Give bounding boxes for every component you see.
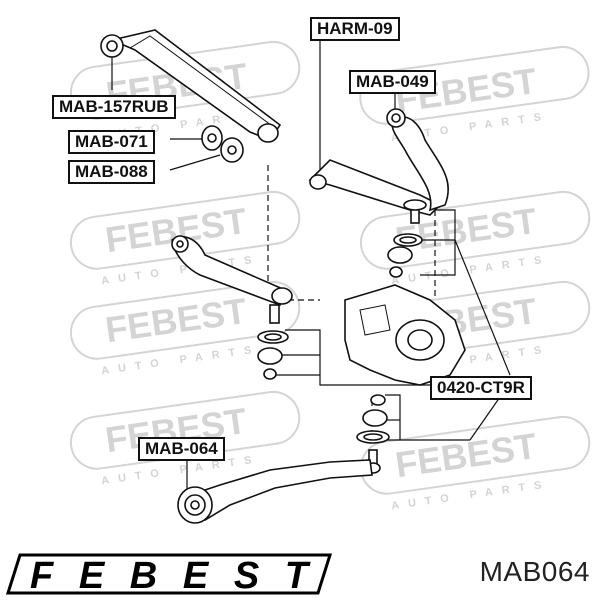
leader-lines	[111, 40, 511, 490]
callout-mab-157rub[interactable]: MAB-157RUB	[52, 95, 176, 119]
bushing-mab-071	[201, 125, 223, 151]
logo-frame	[5, 553, 333, 595]
leader-ct9r-left-a	[285, 329, 430, 386]
watermark-badge	[69, 280, 301, 360]
watermark-subtitle: AUTO PARTS	[391, 253, 552, 287]
upper-control-arm	[308, 108, 450, 224]
logo-text: FEBEST	[30, 555, 311, 597]
part-drawings	[100, 29, 466, 524]
watermark-subtitle: AUTO PARTS	[101, 343, 262, 377]
febest-logo: FEBEST	[5, 553, 333, 597]
callout-mab-064[interactable]: MAB-064	[138, 437, 225, 461]
watermark-subtitle: AUTO PARTS	[391, 478, 552, 512]
callout-mab-071[interactable]: MAB-071	[68, 130, 155, 154]
knuckle	[344, 284, 466, 386]
leader-ct9r-lower-d	[469, 396, 501, 441]
leader-ct9r-upper-c	[454, 239, 511, 376]
lower-control-arm	[177, 459, 373, 524]
callout-0420-ct9r[interactable]: 0420-CT9R	[430, 376, 532, 400]
watermark-badge	[359, 190, 591, 270]
watermark-badge	[359, 45, 590, 125]
bushing-mab-088	[220, 137, 244, 163]
callout-mab-088[interactable]: MAB-088	[68, 160, 155, 184]
middle-boot-set	[257, 330, 289, 380]
upper-rear-arm	[100, 29, 282, 143]
leader-ct9r-upper-a	[420, 209, 456, 276]
leader-mab-088	[169, 154, 221, 171]
middle-lateral-arm	[171, 235, 293, 324]
callout-harm-09[interactable]: HARM-09	[310, 17, 400, 41]
callout-mab-049[interactable]: MAB-049	[349, 70, 436, 94]
leader-ct9r-lower-a	[380, 394, 401, 441]
part-number: MAB064	[479, 556, 590, 587]
watermark-layer	[69, 40, 591, 495]
lower-boot-set	[356, 394, 390, 474]
upper-boot-set	[387, 233, 423, 278]
